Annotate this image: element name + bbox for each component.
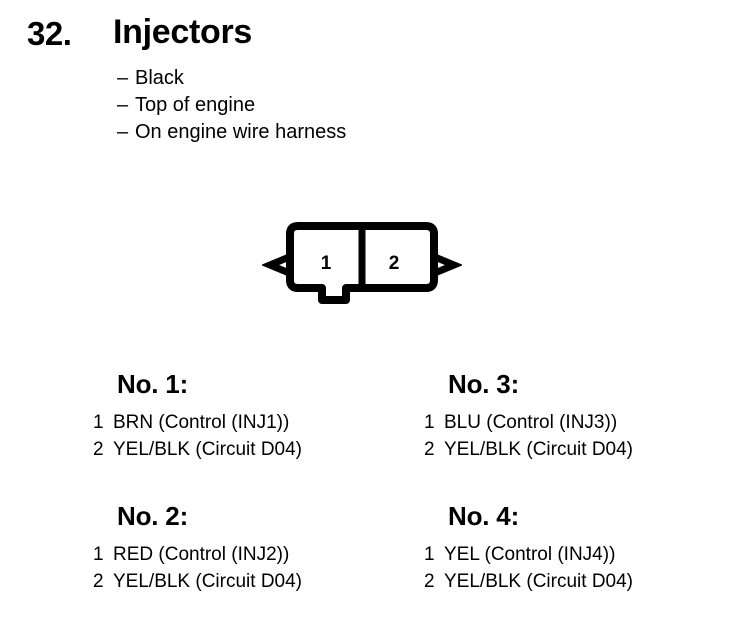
list-item: –Black [117,66,537,93]
list-item-label: Black [135,67,184,89]
pin-number: 2 [424,439,435,460]
pin-row: 2 YEL/BLK (Circuit D04) [93,568,413,595]
pin-description: YEL/BLK (Circuit D04) [113,439,303,460]
pinout-block-injector-3: No. 3: 1 BLU (Control (INJ3)) 2 YEL/BLK (C… [424,368,736,463]
list-item: –Top of engine [117,93,537,120]
pin-row: 2 YEL/BLK (Circuit D04) [424,436,736,463]
pinout-block-injector-2: No. 2: 1 RED (Control (INJ2)) 2 YEL/BLK (C… [93,500,413,595]
cavity-label-1: 1 [321,253,332,274]
dash-icon: – [117,94,129,116]
pinout-block-title: No. 3: [448,369,520,399]
list-item-label: Top of engine [135,94,256,116]
pin-list: 1 BRN (Control (INJ1)) 2 YEL/BLK (Circuit … [93,409,413,463]
pin-description: BRN (Control (INJ1)) [113,412,290,433]
pinout-block-title: No. 1: [117,369,189,399]
pin-description: YEL/BLK (Circuit D04) [113,571,303,592]
pinout-block-title: No. 2: [117,501,189,531]
pin-list: 1 RED (Control (INJ2)) 2 YEL/BLK (Circuit … [93,541,413,595]
pin-row: 1 BRN (Control (INJ1)) [93,409,413,436]
pinout-block-injector-1: No. 1: 1 BRN (Control (INJ1)) 2 YEL/BLK (C… [93,368,413,463]
pin-number: 1 [93,544,104,565]
pin-number: 1 [93,412,104,433]
pin-row: 2 YEL/BLK (Circuit D04) [424,568,736,595]
list-item: –On engine wire harness [117,120,537,147]
pin-row: 1 YEL (Control (INJ4)) [424,541,736,568]
pin-description: YEL/BLK (Circuit D04) [444,439,634,460]
pin-number: 2 [424,571,435,592]
pin-number: 1 [424,544,435,565]
description-bullet-list: –Black –Top of engine –On engine wire ha… [117,66,537,147]
section-number: 32. [27,15,72,52]
pin-number: 1 [424,412,435,433]
cavity-label-2: 2 [389,253,400,274]
connector-diagram: 1 2 [262,214,462,304]
page-title: Injectors [113,13,253,51]
dash-icon: – [117,121,129,143]
list-item-label: On engine wire harness [135,121,347,143]
pin-row: 1 RED (Control (INJ2)) [93,541,413,568]
dash-icon: – [117,67,129,89]
pin-description: RED (Control (INJ2)) [113,544,290,565]
pin-list: 1 YEL (Control (INJ4)) 2 YEL/BLK (Circuit … [424,541,736,595]
pinout-block-title: No. 4: [448,501,520,531]
pin-description: YEL/BLK (Circuit D04) [444,571,634,592]
pin-list: 1 BLU (Control (INJ3)) 2 YEL/BLK (Circuit … [424,409,736,463]
pinout-block-injector-4: No. 4: 1 YEL (Control (INJ4)) 2 YEL/BLK (C… [424,500,736,595]
pin-row: 2 YEL/BLK (Circuit D04) [93,436,413,463]
pin-description: BLU (Control (INJ3)) [444,412,618,433]
pin-row: 1 BLU (Control (INJ3)) [424,409,736,436]
pin-description: YEL (Control (INJ4)) [444,544,616,565]
pin-number: 2 [93,571,104,592]
pin-number: 2 [93,439,104,460]
